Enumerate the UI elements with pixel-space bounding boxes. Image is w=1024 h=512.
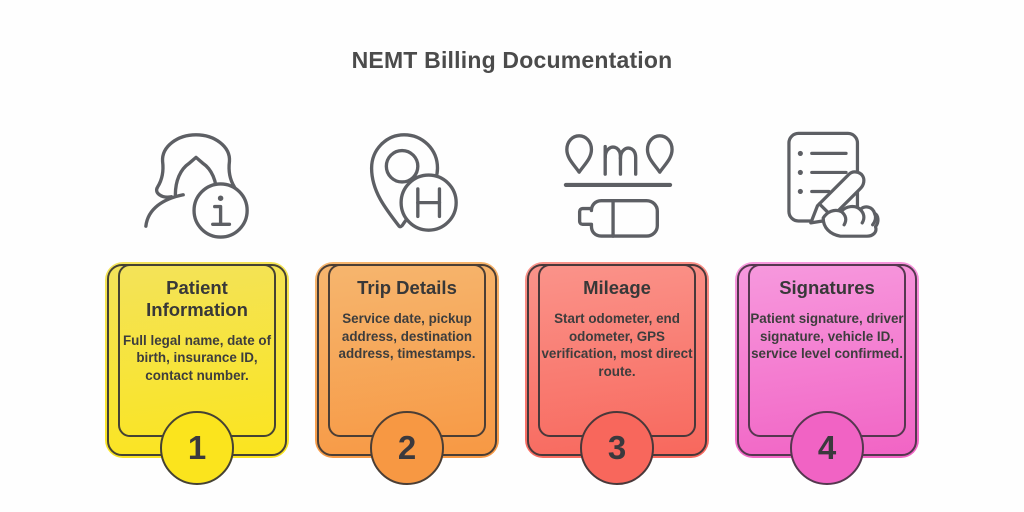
card-title: Patient Information	[146, 277, 248, 320]
card-description: Full legal name, date of birth, insuranc…	[122, 332, 272, 384]
step-column-trip-details: Trip Details Service date, pickup addres…	[315, 118, 499, 485]
step-number-badge: 3	[580, 411, 654, 485]
mileage-icon	[563, 134, 674, 238]
step-number-badge: 1	[160, 411, 234, 485]
card-description: Service date, pickup address, destinatio…	[338, 310, 476, 362]
card-description: Patient signature, driver signature, veh…	[750, 310, 904, 362]
steps-row: Patient Information Full legal name, dat…	[0, 118, 1024, 485]
card-title: Signatures	[779, 277, 875, 298]
trip-details-icon	[369, 133, 458, 232]
card-mileage: Mileage Start odometer, end odometer, GP…	[525, 262, 709, 485]
step-number-badge: 4	[790, 411, 864, 485]
step-column-patient-information: Patient Information Full legal name, dat…	[105, 118, 289, 485]
card-signatures: Signatures Patient signature, driver sig…	[735, 262, 919, 485]
step-number-badge: 2	[370, 411, 444, 485]
card-description: Start odometer, end odometer, GPS verifi…	[541, 310, 693, 379]
card-patient-information: Patient Information Full legal name, dat…	[105, 262, 289, 485]
card-title: Trip Details	[357, 277, 457, 298]
card-trip-details: Trip Details Service date, pickup addres…	[315, 262, 499, 485]
step-column-signatures: Signatures Patient signature, driver sig…	[735, 118, 919, 485]
step-column-mileage: Mileage Start odometer, end odometer, GP…	[525, 118, 709, 485]
signatures-icon	[787, 131, 880, 238]
page-title: NEMT Billing Documentation	[351, 47, 673, 73]
patient-info-icon	[144, 133, 249, 239]
card-title: Mileage	[583, 277, 651, 298]
